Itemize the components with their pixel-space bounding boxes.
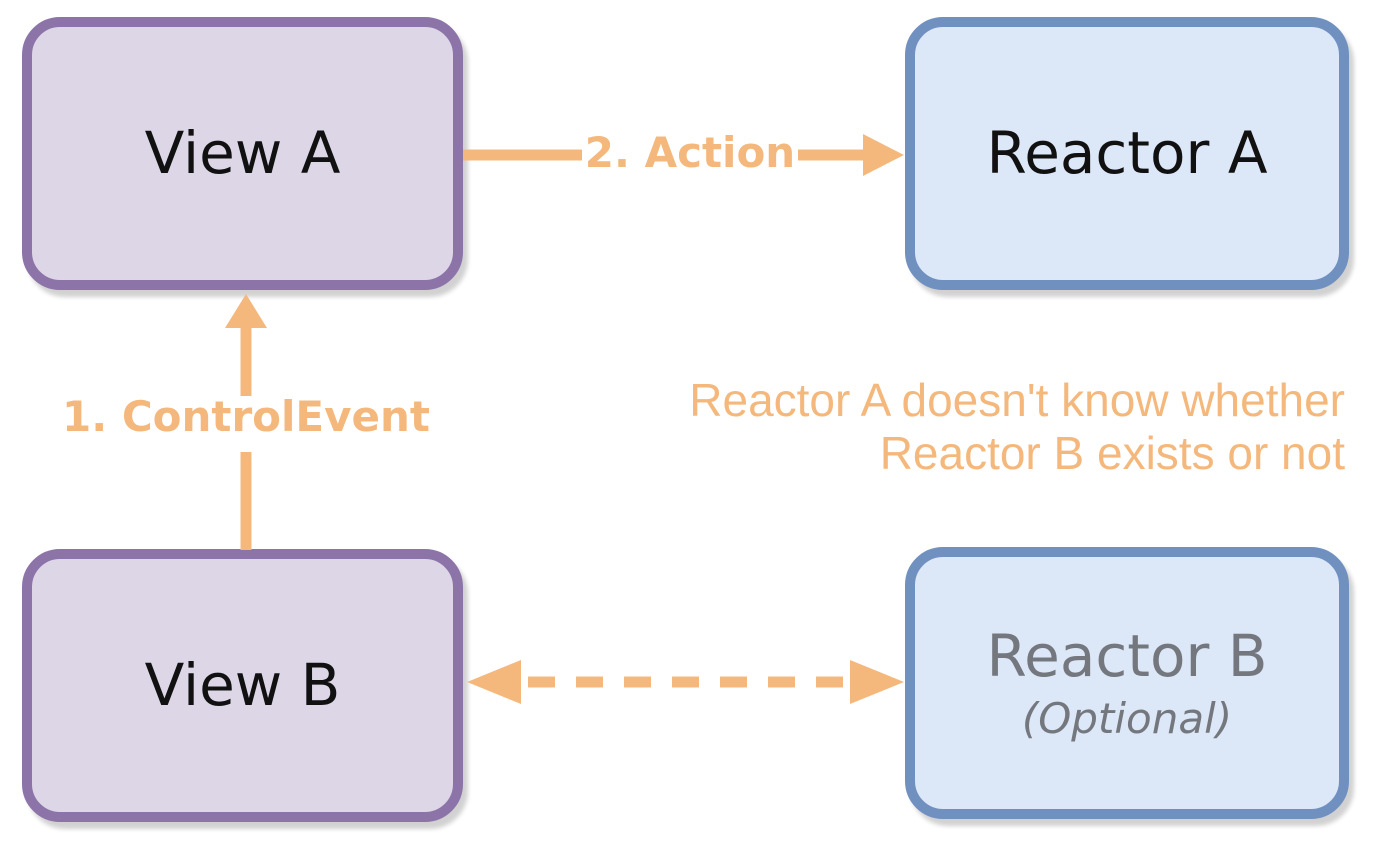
edge-action-arrow: [463, 134, 904, 176]
node-reactor-a: Reactor A: [905, 17, 1349, 290]
node-view-a-label: View A: [144, 119, 341, 188]
edge-control-event-arrow: [225, 294, 267, 550]
annotation-note: Reactor A doesn't know whether Reactor B…: [689, 374, 1345, 480]
node-reactor-b-label: Reactor B: [986, 622, 1268, 691]
action-arrowhead-icon: [863, 134, 904, 176]
optional-left-arrowhead-icon: [467, 660, 521, 704]
optional-right-arrowhead-icon: [850, 660, 904, 704]
annotation-line-2: Reactor B exists or not: [879, 427, 1345, 479]
node-reactor-b: Reactor B (Optional): [905, 547, 1349, 819]
control-event-arrowhead-icon: [225, 294, 267, 328]
edge-label-action: 2. Action: [584, 128, 796, 177]
node-reactor-b-sublabel: (Optional): [1021, 693, 1233, 743]
edge-optional-dashed-arrow: [467, 660, 904, 704]
node-view-b: View B: [22, 549, 463, 822]
node-view-a: View A: [22, 17, 463, 290]
edge-label-control-event: 1. ControlEvent: [62, 392, 430, 441]
annotation-line-1: Reactor A doesn't know whether: [689, 374, 1345, 426]
node-reactor-a-label: Reactor A: [986, 119, 1268, 188]
node-view-b-label: View B: [144, 651, 341, 720]
